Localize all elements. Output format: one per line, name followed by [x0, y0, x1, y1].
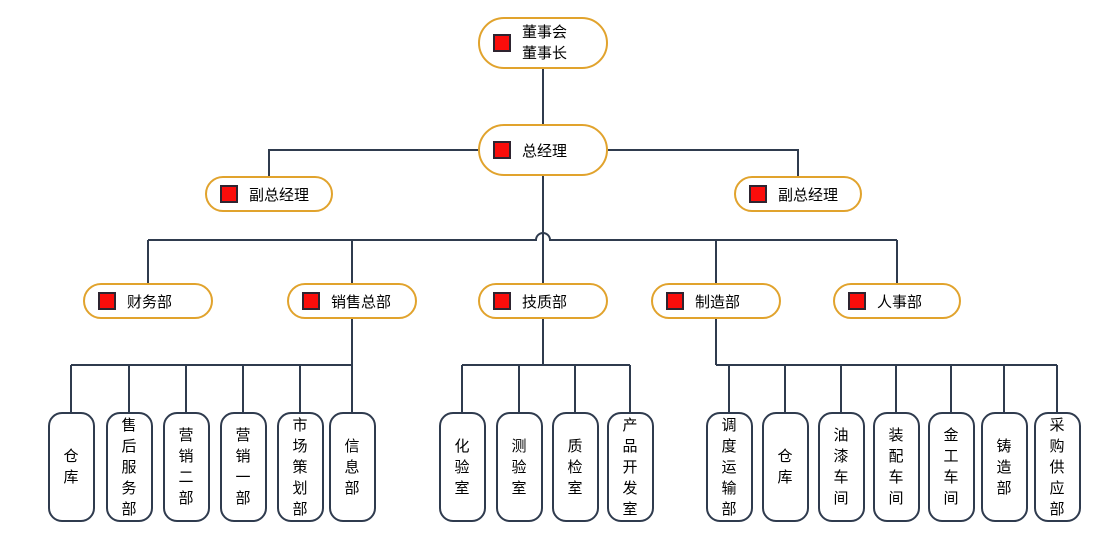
- node-label: 总经理: [522, 142, 568, 160]
- node-label: 技质部: [522, 293, 568, 311]
- node-label: 测验室: [511, 437, 527, 497]
- node-purchasing-supply[interactable]: 采购供应部: [1033, 412, 1081, 522]
- node-label: 副总经理: [778, 186, 839, 204]
- node-chemical-lab[interactable]: 化验室: [438, 412, 486, 522]
- node-after-sales-service[interactable]: 售后服务部: [105, 412, 153, 522]
- node-label: 董事会 董事长: [522, 22, 567, 64]
- node-label: 调度运输部: [721, 416, 737, 518]
- red-square-icon: [493, 34, 511, 52]
- node-assembly-workshop[interactable]: 装配车间: [872, 412, 920, 522]
- node-dept-sales-hq[interactable]: 销售总部: [287, 283, 417, 319]
- node-label: 售后服务部: [121, 416, 137, 518]
- node-dept-manufacturing[interactable]: 制造部: [651, 283, 781, 319]
- red-square-icon: [749, 185, 767, 203]
- node-label: 人事部: [877, 293, 923, 311]
- node-label-line2: 董事长: [522, 45, 568, 62]
- node-label: 质检室: [567, 437, 583, 497]
- node-label: 油漆车间: [833, 427, 849, 507]
- red-square-icon: [98, 292, 116, 310]
- node-dispatch-transport[interactable]: 调度运输部: [705, 412, 753, 522]
- node-deputy-gm-right[interactable]: 副总经理: [734, 176, 862, 212]
- node-general-manager[interactable]: 总经理: [478, 124, 608, 176]
- node-label: 装配车间: [888, 427, 904, 507]
- red-square-icon: [302, 292, 320, 310]
- node-quality-inspection[interactable]: 质检室: [551, 412, 599, 522]
- node-label: 金工车间: [943, 427, 959, 507]
- node-label: 营销一部: [235, 427, 251, 507]
- node-label: 信息部: [344, 437, 360, 497]
- node-label: 仓库: [777, 448, 793, 486]
- node-information-dept[interactable]: 信息部: [328, 412, 376, 522]
- node-label: 营销二部: [178, 427, 194, 507]
- node-testing-lab[interactable]: 测验室: [495, 412, 543, 522]
- node-warehouse-left[interactable]: 仓库: [47, 412, 95, 522]
- node-label: 市场策划部: [292, 416, 308, 518]
- node-marketing-dept-1[interactable]: 营销一部: [219, 412, 267, 522]
- node-label-line1: 董事会: [522, 24, 568, 41]
- red-square-icon: [493, 292, 511, 310]
- node-label: 采购供应部: [1049, 416, 1065, 518]
- red-square-icon: [220, 185, 238, 203]
- red-square-icon: [666, 292, 684, 310]
- node-casting-dept[interactable]: 铸造部: [980, 412, 1028, 522]
- node-metalwork-workshop[interactable]: 金工车间: [927, 412, 975, 522]
- node-deputy-gm-left[interactable]: 副总经理: [205, 176, 333, 212]
- node-warehouse-right[interactable]: 仓库: [761, 412, 809, 522]
- node-marketing-dept-2[interactable]: 营销二部: [162, 412, 210, 522]
- node-label: 仓库: [63, 448, 79, 486]
- red-square-icon: [493, 141, 511, 159]
- node-label: 销售总部: [331, 293, 392, 311]
- node-label: 产品开发室: [622, 416, 638, 518]
- node-dept-tech-quality[interactable]: 技质部: [478, 283, 608, 319]
- node-market-planning[interactable]: 市场策划部: [276, 412, 324, 522]
- node-dept-finance[interactable]: 财务部: [83, 283, 213, 319]
- red-square-icon: [848, 292, 866, 310]
- node-label: 化验室: [454, 437, 470, 497]
- node-label: 铸造部: [996, 437, 1012, 497]
- node-product-development[interactable]: 产品开发室: [606, 412, 654, 522]
- node-paint-workshop[interactable]: 油漆车间: [817, 412, 865, 522]
- node-board-chairman[interactable]: 董事会 董事长: [478, 17, 608, 69]
- node-label: 制造部: [695, 293, 741, 311]
- node-label: 财务部: [127, 293, 173, 311]
- node-dept-hr[interactable]: 人事部: [833, 283, 961, 319]
- node-label: 副总经理: [249, 186, 310, 204]
